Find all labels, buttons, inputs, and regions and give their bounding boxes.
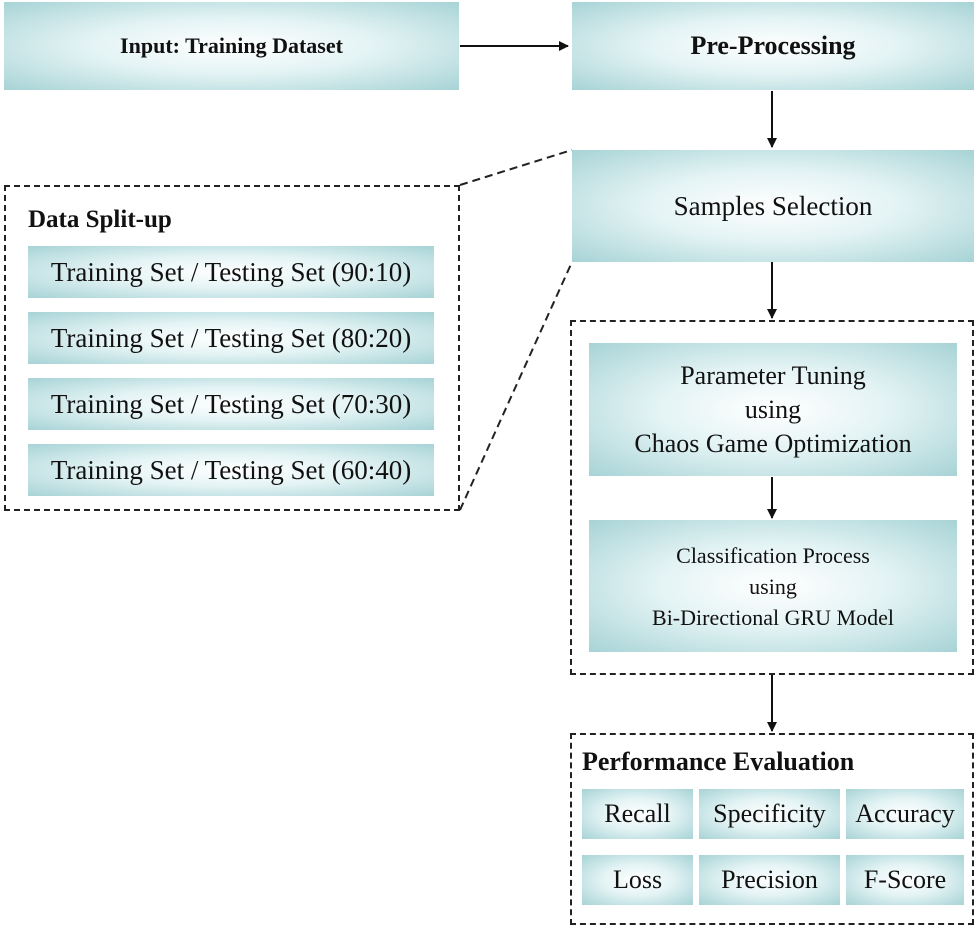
metric-specificity: Specificity <box>699 789 840 839</box>
model-panel <box>570 320 974 675</box>
tuning-label: Parameter Tuning using Chaos Game Optimi… <box>634 360 912 458</box>
performance-evaluation-title: Performance Evaluation <box>582 747 855 776</box>
split-item: Training Set / Testing Set (80:20) <box>28 312 434 364</box>
metric-precision: Precision <box>699 855 840 905</box>
metric-label: Accuracy <box>855 799 955 828</box>
samples-selection-box: Samples Selection <box>572 150 974 262</box>
performance-evaluation-panel <box>570 733 974 925</box>
split-item: Training Set / Testing Set (70:30) <box>28 378 434 430</box>
metric-label: Loss <box>612 865 663 894</box>
metric-label: Recall <box>604 799 671 828</box>
split-item-label: Training Set / Testing Set (70:30) <box>50 388 412 419</box>
split-item-label: Training Set / Testing Set (90:10) <box>50 256 412 287</box>
metric-loss: Loss <box>582 855 693 905</box>
classification-process-box: Classification Process using Bi-Directio… <box>589 520 957 652</box>
parameter-tuning-box: Parameter Tuning using Chaos Game Optimi… <box>589 343 957 476</box>
metric-accuracy: Accuracy <box>846 789 964 839</box>
metric-label: F-Score <box>863 865 947 894</box>
data-split-panel <box>4 185 460 511</box>
zoom-line-bottom <box>459 261 573 511</box>
split-item: Training Set / Testing Set (60:40) <box>28 444 434 496</box>
samples-label: Samples Selection <box>673 190 873 221</box>
split-item-label: Training Set / Testing Set (80:20) <box>50 322 412 353</box>
preprocessing-box: Pre-Processing <box>572 2 974 90</box>
zoom-line-top <box>459 149 573 186</box>
metric-recall: Recall <box>582 789 693 839</box>
input-label: Input: Training Dataset <box>120 33 343 58</box>
metric-label: Specificity <box>713 799 826 828</box>
data-split-title: Data Split-up <box>28 206 172 233</box>
classification-label: Classification Process using Bi-Directio… <box>652 542 894 630</box>
split-item: Training Set / Testing Set (90:10) <box>28 246 434 298</box>
preprocessing-label: Pre-Processing <box>690 31 856 60</box>
input-training-dataset-box: Input: Training Dataset <box>4 2 459 90</box>
metric-f-score: F-Score <box>846 855 964 905</box>
split-item-label: Training Set / Testing Set (60:40) <box>50 454 412 485</box>
metric-label: Precision <box>721 865 818 894</box>
